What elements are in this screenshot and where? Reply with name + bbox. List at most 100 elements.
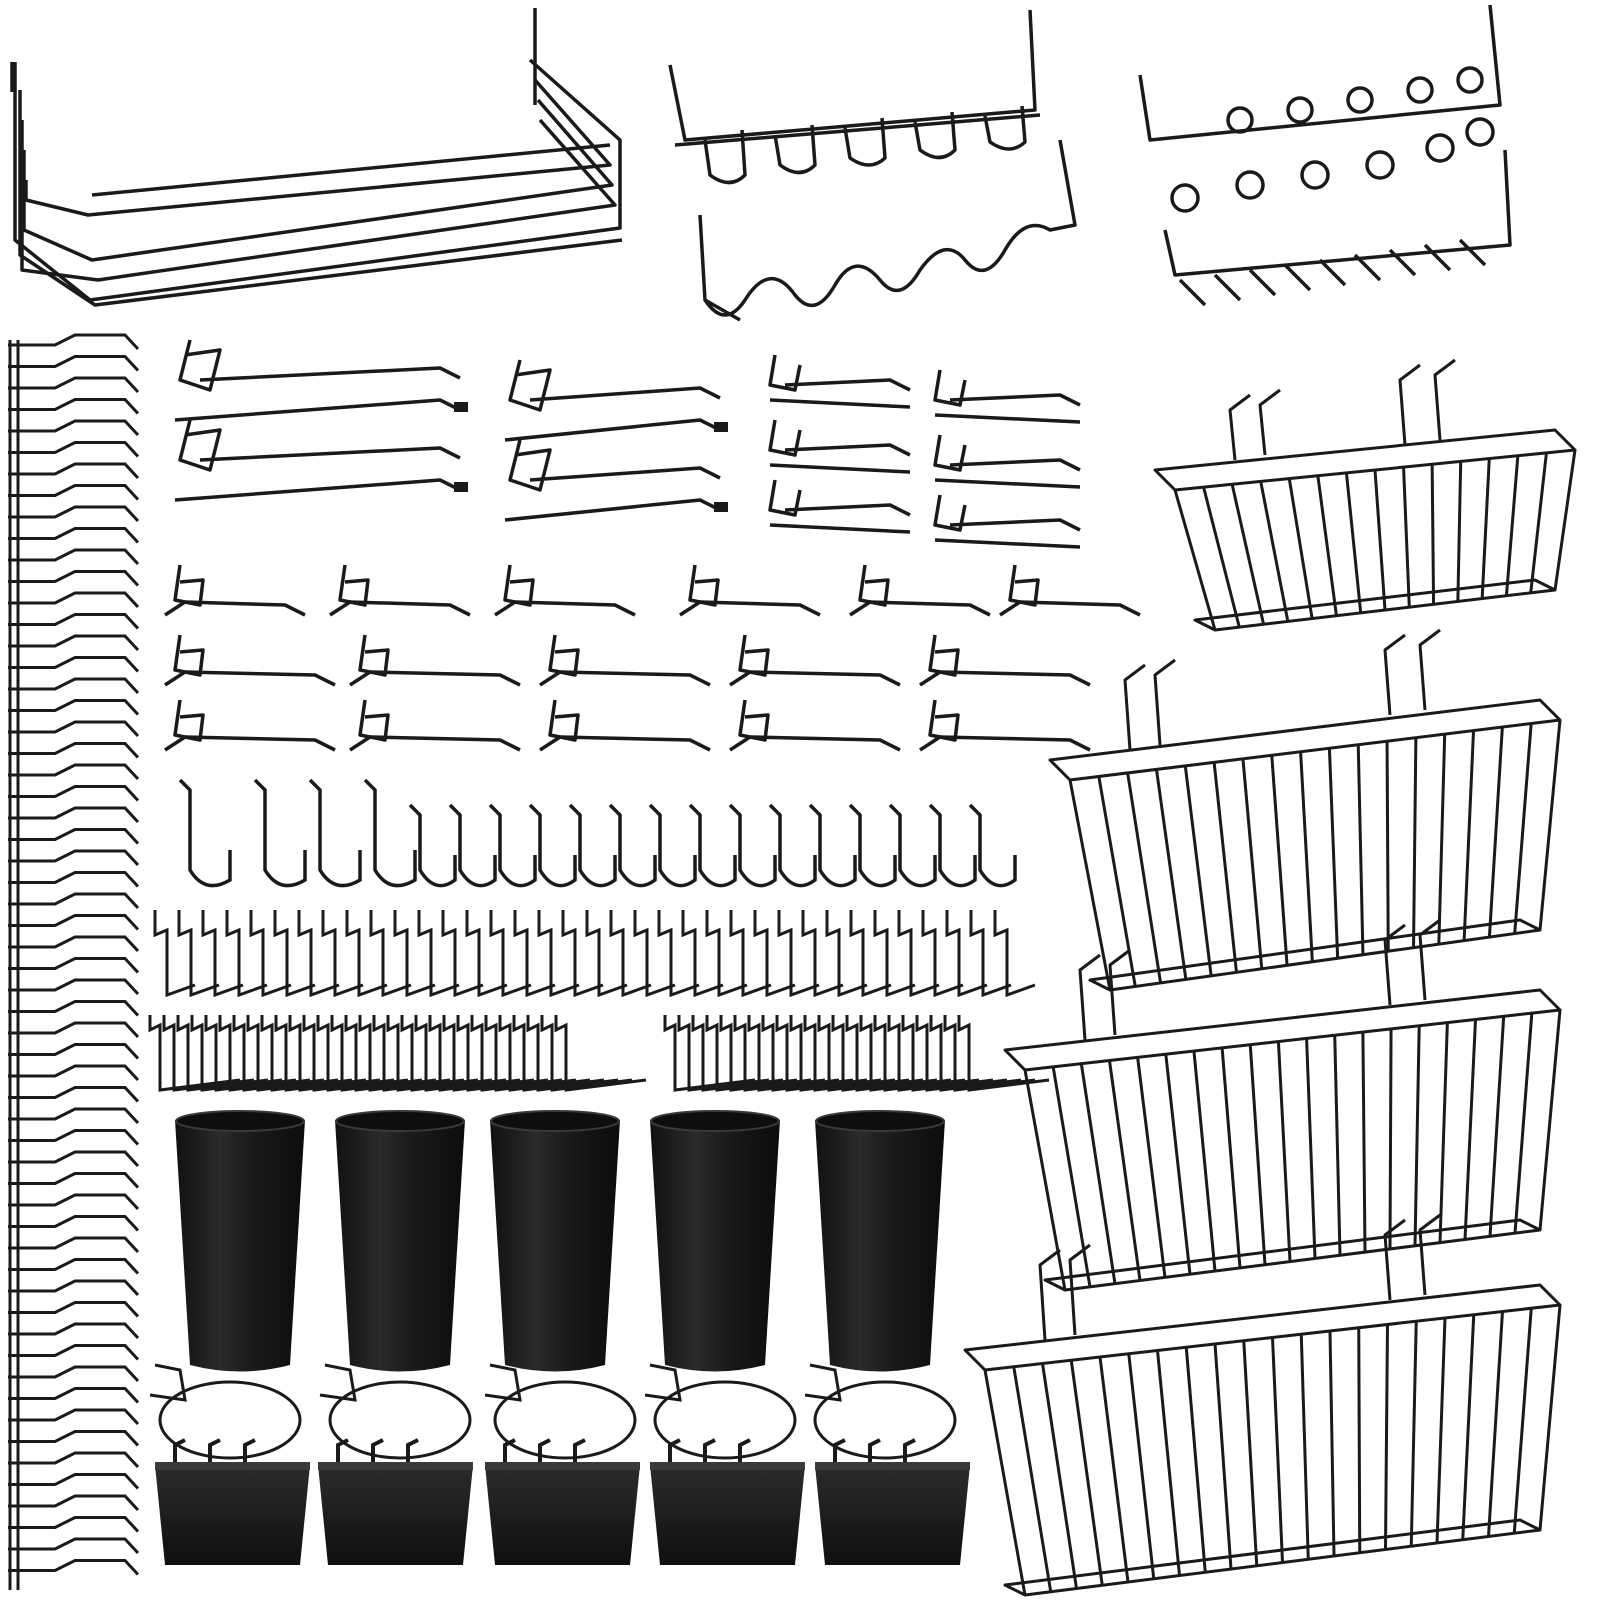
basket-wire xyxy=(1327,748,1340,959)
j-hook xyxy=(178,778,232,888)
basket-wire xyxy=(1513,723,1533,934)
l-hook xyxy=(8,1086,140,1103)
basket-wire xyxy=(1344,472,1363,614)
basket-hook xyxy=(1108,948,1131,1036)
l-hook xyxy=(8,484,140,501)
ring-hook-rack xyxy=(1138,4,1502,213)
l-hook xyxy=(8,1043,140,1060)
plastic-cup xyxy=(335,1112,465,1372)
ring-hook xyxy=(804,1363,842,1402)
long-peg-hooks xyxy=(174,339,1081,549)
ring-holder xyxy=(158,1380,302,1460)
basket-wire xyxy=(1513,1013,1534,1234)
basket-wire xyxy=(1409,1321,1418,1547)
basket-wire xyxy=(1299,1334,1310,1560)
basket-hook xyxy=(1078,953,1101,1041)
basket-hook xyxy=(1383,923,1406,1006)
hook-arm xyxy=(999,600,1141,617)
basket-wire xyxy=(1328,1330,1336,1557)
hook-tip xyxy=(714,422,728,432)
hook-bracket xyxy=(768,479,802,517)
basket-wire xyxy=(1012,1366,1053,1592)
hook-bracket xyxy=(548,699,580,742)
u-hook-rack xyxy=(668,9,1041,185)
bin-hook xyxy=(703,1438,716,1462)
plastic-bin xyxy=(318,1465,473,1565)
j-hook xyxy=(968,803,1017,888)
small-hook xyxy=(225,910,268,998)
bin-hook xyxy=(243,1438,256,1462)
basket-hook xyxy=(1068,1243,1091,1336)
l-hook xyxy=(8,1559,140,1576)
small-l-hooks xyxy=(148,910,1050,1092)
basket-wire xyxy=(983,1369,1027,1596)
bin-hook xyxy=(868,1438,881,1462)
hook-bracket xyxy=(738,699,770,742)
plastic-bin xyxy=(815,1465,970,1565)
small-hook xyxy=(657,910,700,998)
l-hook xyxy=(8,1129,140,1146)
basket-wire xyxy=(1487,1311,1504,1537)
hook-arm xyxy=(934,413,1081,424)
long-hook-bracket xyxy=(508,439,552,492)
small-hook xyxy=(513,910,556,998)
basket-wire xyxy=(1242,1340,1259,1566)
long-hook-bracket xyxy=(178,419,222,472)
l-hook xyxy=(8,656,140,673)
hook-bracket xyxy=(173,634,205,677)
l-hook xyxy=(8,935,140,953)
j-hook xyxy=(488,803,537,888)
small-hook xyxy=(321,910,364,998)
bin-hook xyxy=(538,1438,551,1462)
hook-arm xyxy=(949,518,1081,532)
hook-bracket xyxy=(548,634,580,677)
j-hook xyxy=(408,803,457,888)
small-hook xyxy=(943,1015,1036,1092)
basket-wire xyxy=(1463,1019,1478,1240)
basket-hook xyxy=(1153,658,1176,746)
l-hook xyxy=(8,892,140,910)
small-hook xyxy=(777,910,820,998)
l-hook xyxy=(8,763,140,781)
basket-wire xyxy=(1164,1054,1192,1275)
j-hook xyxy=(928,803,977,888)
small-hook xyxy=(489,910,532,998)
l-hook xyxy=(8,742,140,759)
l-hook xyxy=(8,527,140,544)
hook-arm xyxy=(784,443,911,457)
plastic-bin xyxy=(155,1465,310,1565)
l-hook xyxy=(8,1215,140,1232)
cup-rim xyxy=(490,1110,620,1132)
plastic-cup xyxy=(175,1112,305,1372)
basket-hook xyxy=(1038,1248,1061,1341)
small-hook xyxy=(441,910,484,998)
hook-bracket xyxy=(358,634,390,677)
j-hooks xyxy=(178,778,1017,888)
j-hook xyxy=(888,803,937,888)
bin-hook xyxy=(503,1438,516,1462)
long-hook-arm xyxy=(199,446,461,462)
bin-hook xyxy=(371,1438,384,1462)
cup-rim xyxy=(815,1110,945,1132)
basket-wire xyxy=(1287,478,1314,619)
basket-wire xyxy=(1462,730,1476,941)
basket-wire xyxy=(1098,1356,1130,1583)
l-hook xyxy=(8,1451,140,1469)
l-hook xyxy=(8,1172,140,1189)
hook-arm xyxy=(784,503,911,517)
hook-arm xyxy=(539,670,711,687)
basket-wire xyxy=(1385,741,1390,952)
basket-wire xyxy=(1488,1016,1506,1237)
l-hook xyxy=(8,1408,140,1426)
hook-arm xyxy=(769,398,911,409)
hook-bracket xyxy=(358,699,390,742)
basket-wire xyxy=(1276,1041,1292,1262)
basket-wire xyxy=(1461,1314,1476,1540)
basket-wire xyxy=(1553,449,1577,591)
hook-arm xyxy=(934,478,1081,489)
basket-wire xyxy=(1357,1327,1362,1553)
l-hook xyxy=(8,1107,140,1125)
small-hook xyxy=(537,910,580,998)
bin-hook xyxy=(903,1438,916,1462)
